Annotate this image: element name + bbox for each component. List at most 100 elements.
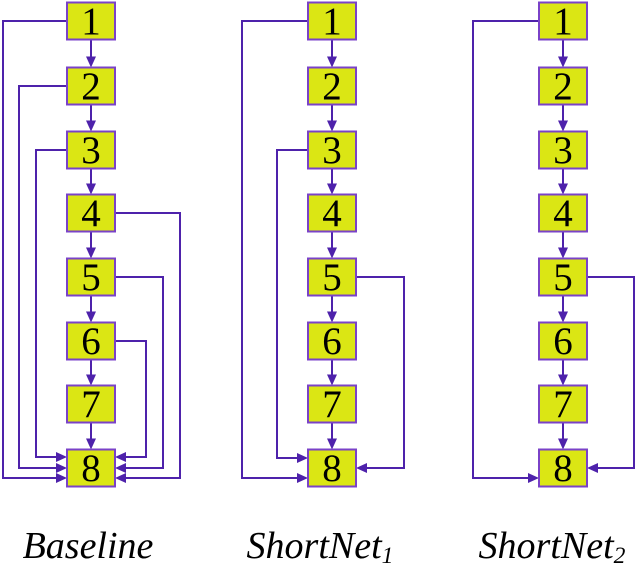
node-label-shortnet1-1: 1 xyxy=(322,0,342,43)
node-label-shortnet2-2: 2 xyxy=(553,65,573,108)
node-label-shortnet1-4: 4 xyxy=(322,192,342,235)
arrowhead-icon xyxy=(115,473,126,483)
arrowhead-icon xyxy=(558,311,568,323)
arrowhead-icon xyxy=(86,56,96,68)
node-label-baseline-2: 2 xyxy=(81,65,101,108)
arrowhead-icon xyxy=(558,438,568,450)
node-label-shortnet1-7: 7 xyxy=(322,383,342,426)
node-box-shortnet2-5 xyxy=(538,257,588,297)
arrowhead-icon xyxy=(56,463,67,473)
column-label-baseline: Baseline xyxy=(23,527,154,565)
arrowhead-icon xyxy=(56,473,67,483)
node-box-shortnet1-1 xyxy=(307,1,357,41)
arrowhead-icon xyxy=(327,120,337,132)
skip-connection-shortnet1-3-to-8 xyxy=(276,149,308,459)
node-box-baseline-7 xyxy=(66,384,116,424)
arrowhead-icon xyxy=(327,247,337,259)
node-label-shortnet2-1: 1 xyxy=(553,0,573,43)
node-label-baseline-8: 8 xyxy=(81,447,101,490)
skip-connection-shortnet2-1-to-8 xyxy=(472,20,539,479)
node-box-shortnet2-2 xyxy=(538,66,588,106)
arrowhead-icon xyxy=(327,311,337,323)
node-box-baseline-5 xyxy=(66,257,116,297)
node-label-baseline-7: 7 xyxy=(81,383,101,426)
arrowhead-icon xyxy=(86,374,96,386)
skip-connection-baseline-3-to-8 xyxy=(35,149,67,458)
skip-connection-baseline-2-to-8 xyxy=(18,85,67,469)
node-box-baseline-3 xyxy=(66,130,116,170)
arrowhead-icon xyxy=(115,452,126,462)
node-box-shortnet2-1 xyxy=(538,1,588,41)
arrowhead-icon xyxy=(327,374,337,386)
column-label-text: ShortNet xyxy=(478,525,614,567)
arrowhead-icon xyxy=(86,183,96,195)
node-label-shortnet1-3: 3 xyxy=(322,129,342,172)
node-label-shortnet2-6: 6 xyxy=(553,320,573,363)
node-label-shortnet2-4: 4 xyxy=(553,192,573,235)
skip-connection-shortnet1-5-to-8 xyxy=(356,276,405,469)
node-box-baseline-4 xyxy=(66,193,116,233)
arrowhead-icon xyxy=(327,183,337,195)
node-box-shortnet2-8 xyxy=(538,448,588,488)
arrowhead-icon xyxy=(558,247,568,259)
node-label-baseline-6: 6 xyxy=(81,320,101,363)
node-box-shortnet1-4 xyxy=(307,193,357,233)
arrowhead-icon xyxy=(327,438,337,450)
arrowhead-icon xyxy=(115,463,126,473)
node-box-baseline-6 xyxy=(66,321,116,361)
node-label-baseline-4: 4 xyxy=(81,192,101,235)
arrowhead-icon xyxy=(86,120,96,132)
node-label-shortnet2-7: 7 xyxy=(553,383,573,426)
node-box-baseline-1 xyxy=(66,1,116,41)
column-label-subscript: 1 xyxy=(381,543,394,568)
arrowhead-icon xyxy=(528,473,539,483)
column-label-shortnet1: ShortNet1 xyxy=(246,525,394,568)
arrowhead-icon xyxy=(558,183,568,195)
skip-connection-baseline-1-to-8 xyxy=(2,20,67,479)
node-label-shortnet2-3: 3 xyxy=(553,129,573,172)
node-box-shortnet2-3 xyxy=(538,130,588,170)
arrowhead-icon xyxy=(297,473,308,483)
column-label-shortnet2: ShortNet2 xyxy=(478,525,626,568)
skip-connection-shortnet1-1-to-8 xyxy=(241,20,308,479)
node-label-baseline-3: 3 xyxy=(81,129,101,172)
arrowhead-icon xyxy=(327,56,337,68)
node-box-shortnet1-8 xyxy=(307,448,357,488)
node-box-shortnet1-5 xyxy=(307,257,357,297)
node-box-shortnet2-7 xyxy=(538,384,588,424)
arrowhead-icon xyxy=(558,120,568,132)
arrowhead-icon xyxy=(356,463,367,473)
column-label-text: ShortNet xyxy=(246,525,382,567)
column-label-subscript: 2 xyxy=(613,543,626,568)
node-box-baseline-2 xyxy=(66,66,116,106)
arrowhead-icon xyxy=(86,438,96,450)
node-label-shortnet1-2: 2 xyxy=(322,65,342,108)
skip-connection-baseline-4-to-8 xyxy=(115,212,181,479)
skip-connection-baseline-6-to-8 xyxy=(115,340,147,458)
node-label-baseline-1: 1 xyxy=(81,0,101,43)
arrowhead-icon xyxy=(558,374,568,386)
arrowhead-icon xyxy=(56,452,67,462)
node-label-shortnet1-8: 8 xyxy=(322,447,342,490)
arrowhead-icon xyxy=(86,311,96,323)
arrowhead-icon xyxy=(587,463,598,473)
node-box-shortnet2-4 xyxy=(538,193,588,233)
node-box-shortnet2-6 xyxy=(538,321,588,361)
arrowhead-icon xyxy=(558,56,568,68)
column-label-text: Baseline xyxy=(22,525,154,567)
node-label-shortnet2-8: 8 xyxy=(553,447,573,490)
node-label-shortnet2-5: 5 xyxy=(553,256,573,299)
skip-connection-baseline-5-to-8 xyxy=(115,276,164,469)
node-label-shortnet1-5: 5 xyxy=(322,256,342,299)
node-label-shortnet1-6: 6 xyxy=(322,320,342,363)
arrowhead-icon xyxy=(86,247,96,259)
node-box-shortnet1-2 xyxy=(307,66,357,106)
skip-connection-shortnet2-5-to-8 xyxy=(587,276,635,469)
node-box-shortnet1-6 xyxy=(307,321,357,361)
node-label-baseline-5: 5 xyxy=(81,256,101,299)
arrowhead-icon xyxy=(297,453,308,463)
node-box-shortnet1-7 xyxy=(307,384,357,424)
node-box-baseline-8 xyxy=(66,448,116,488)
